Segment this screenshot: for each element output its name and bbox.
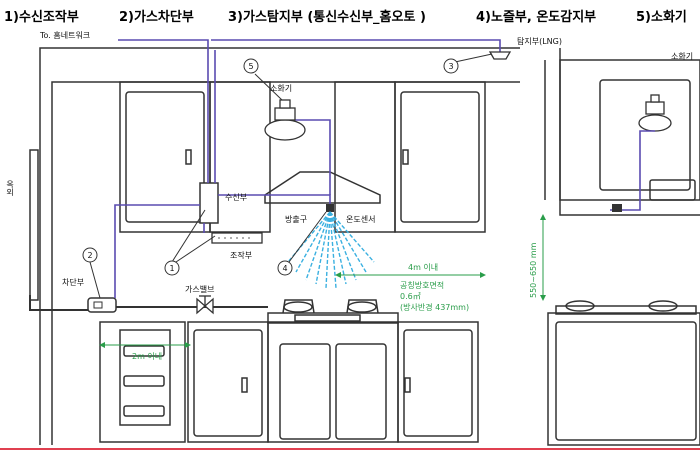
counter-top <box>267 312 399 324</box>
gas-detector <box>488 51 512 60</box>
label-2m: 2m 이내 <box>132 351 162 361</box>
right-wires <box>610 130 655 211</box>
oven <box>267 321 399 443</box>
dimension-2m: 2m 이내 <box>99 342 191 361</box>
callout-num-3: 3 <box>448 62 453 71</box>
callout-4 <box>277 260 293 276</box>
signal-wires <box>114 39 501 298</box>
callout-circles <box>82 58 459 276</box>
label-fire-ext-right: 소화기 <box>671 52 693 61</box>
label-gas-valve: 가스밸브 <box>185 284 214 294</box>
label-area-radius: (방사반경 437mm) <box>400 302 469 312</box>
title-bar: 1)수신조작부 2)가스차단부 3)가스탐지부 (통신수신부_홈오토 ) 4)노… <box>0 0 700 30</box>
title-gas-detector: 3)가스탐지부 (통신수신부_홈오토 ) <box>228 10 426 25</box>
burner-right <box>347 301 377 313</box>
right-nozzle <box>612 204 622 212</box>
label-area-value: 0.6㎡ <box>400 292 421 301</box>
label-height-range: 550~650 mm <box>529 242 538 298</box>
dimension-4m: 4m 이내 <box>335 262 486 278</box>
callout-numbers: 1 2 3 4 5 <box>87 62 453 273</box>
range-hood <box>264 171 381 204</box>
receiver-box <box>199 182 219 224</box>
lower-cabinet-left <box>187 321 269 443</box>
callout-leaders <box>89 53 493 299</box>
callout-2 <box>82 247 98 263</box>
upper-cabinet-left <box>119 81 211 233</box>
callout-num-5: 5 <box>248 62 253 71</box>
right-kitchen <box>544 48 700 446</box>
callout-num-1: 1 <box>169 264 174 273</box>
window-frame <box>29 149 39 301</box>
title-gas-shutoff: 2)가스차단부 <box>119 10 194 25</box>
fire-extinguisher-right <box>638 94 672 132</box>
wire-network <box>118 39 209 183</box>
callout-1a <box>164 260 180 276</box>
lower-drawers <box>99 321 186 443</box>
burner-left <box>283 301 313 313</box>
label-shutoff: 차단부 <box>62 277 84 287</box>
callout-num-4: 4 <box>282 264 287 273</box>
label-control: 조작부 <box>230 250 252 260</box>
callout-num-2: 2 <box>87 251 92 260</box>
right-counter <box>547 312 700 446</box>
label-fire-ext-left: 소화기 <box>270 84 292 93</box>
title-receiver-control: 1)수신조작부 <box>4 10 79 25</box>
callout-5 <box>243 58 259 74</box>
lower-cabinet-right <box>397 321 479 443</box>
dimension-height: 550~650 mm <box>529 214 546 301</box>
fire-extinguisher-left <box>264 99 306 141</box>
label-outside: 옥외 <box>6 180 15 197</box>
label-nozzle: 방출구 <box>285 214 307 224</box>
label-4m: 4m 이내 <box>408 262 438 272</box>
label-receiver: 수신부 <box>225 193 247 202</box>
title-fire-extinguisher: 5)소화기 <box>636 10 687 25</box>
gas-pipe-in <box>29 295 100 311</box>
label-network: To. 홈네트워크 <box>39 30 90 40</box>
gas-valve <box>196 295 214 315</box>
wire-shutoff <box>114 204 200 298</box>
label-detector: 탐지부(LNG) <box>517 36 562 46</box>
left-kitchen <box>29 47 520 445</box>
title-nozzle-temp: 4)노즐부, 온도감지부 <box>476 10 597 25</box>
callout-3 <box>443 58 459 74</box>
label-temp-sensor: 온도센서 <box>346 214 375 224</box>
kitchen-wall <box>39 47 520 445</box>
label-area-title: 공칭방호면적 <box>400 280 444 290</box>
